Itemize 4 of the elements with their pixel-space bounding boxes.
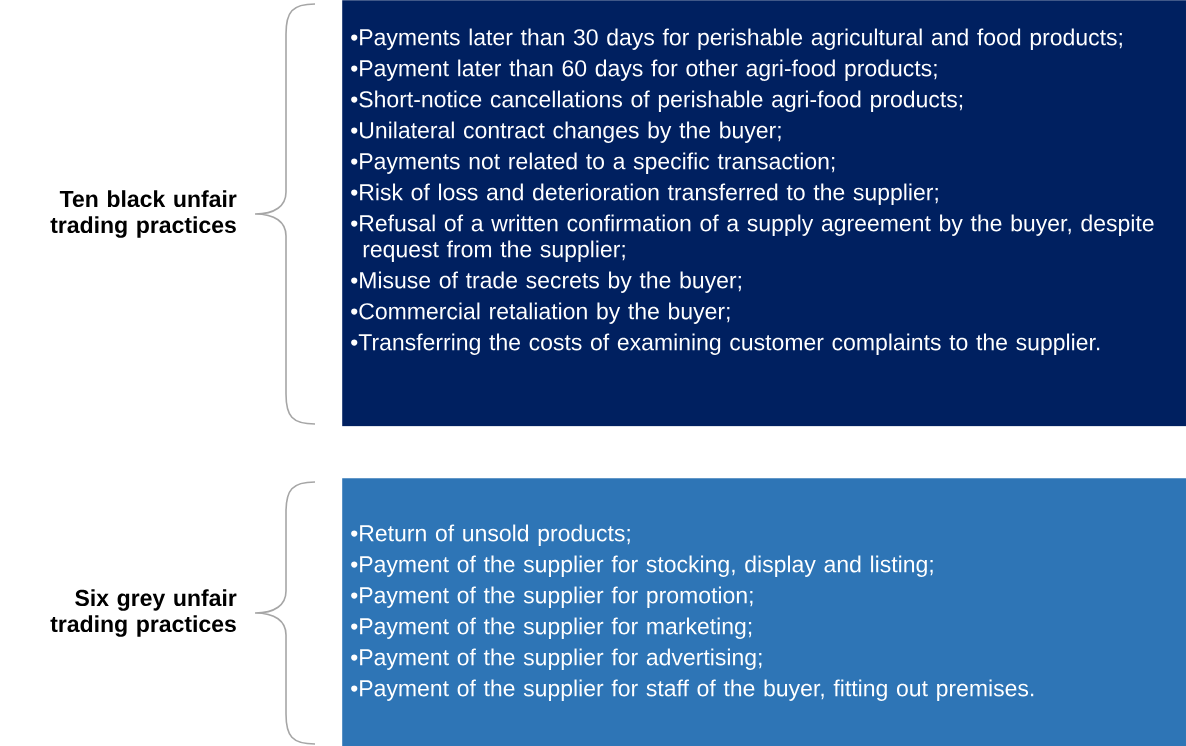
practice-box: •Return of unsold products; •Payment of the supplier for stocking, display and listing; •Payment of the supplier for promotion; •Payment of the supplier for marketing; •Payment of the supplier for advertising; •Payment of the supplier for staff of the buyer, fitting out premises. [342,478,1186,746]
group-heading: Ten black unfair trading practices [50,190,237,238]
group-heading: Six grey unfair trading practices [50,589,237,637]
practice-box: •Payments later than 30 days for perishable agricultural and food products; •Payment later than 60 days for other agri-food products; •Short-notice cancellations of perishable agri-food products; •Unilateral contract changes by the buyer; •Payments not related to a specific transaction; •Risk of loss and deterioration transferred to the supplier; •Refusal of a written confirmation of a supply agreement by the buyer, despite request from the supplier; •Misuse of trade secrets by the buyer; •Commercial retaliation by the buyer; •Transferring the costs of examining customer complaints to the supplier. [342,0,1186,427]
